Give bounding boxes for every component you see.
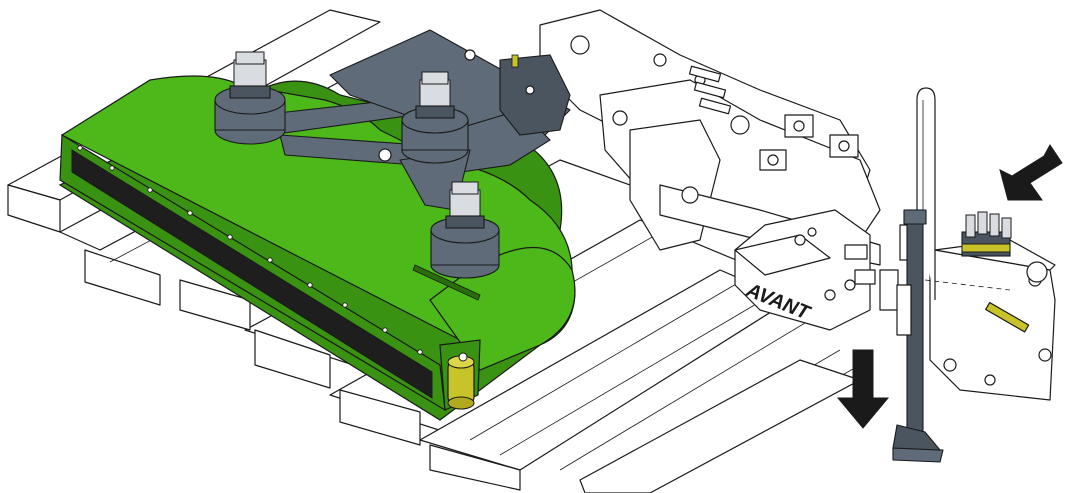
pallet-block-2 <box>179 279 251 331</box>
parking-stand <box>892 87 944 463</box>
mount-plate-body <box>929 249 1056 401</box>
spindle-3 <box>430 181 500 279</box>
lower-arrow-shape <box>836 349 890 429</box>
pallet-block-3 <box>254 329 331 389</box>
insert-arrow-shape <box>999 144 1063 201</box>
deck-frame <box>214 29 571 279</box>
quick-lock-lever <box>985 301 1030 333</box>
pallet-block-4 <box>339 389 421 446</box>
pallet-block-1 <box>84 249 161 306</box>
lower-arrow <box>836 349 890 429</box>
frame-mast <box>499 54 571 136</box>
insert-arrow <box>999 144 1063 201</box>
mount-plate <box>879 211 1056 401</box>
blade-guard-strip <box>71 149 433 399</box>
hydraulic-coupler <box>961 211 1012 257</box>
loader-arm: AVANT <box>539 9 881 331</box>
spindle-1 <box>214 51 286 145</box>
spindle-2 <box>401 71 469 164</box>
valve-block <box>734 209 871 331</box>
pallet-block-5 <box>429 444 521 491</box>
pallet-board-6 <box>579 359 861 493</box>
roller <box>447 352 475 410</box>
deck-bolts <box>77 145 423 355</box>
pallet-side-left <box>7 184 61 233</box>
